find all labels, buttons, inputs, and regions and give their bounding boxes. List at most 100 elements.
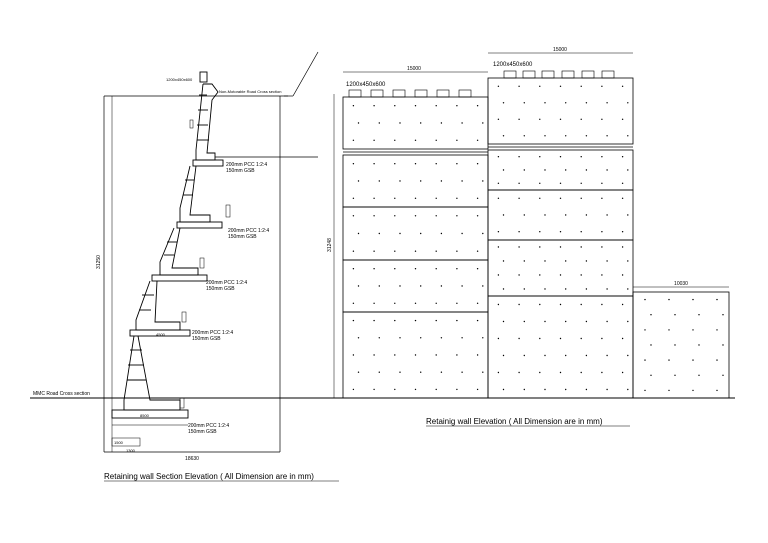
panel-dot	[482, 180, 484, 182]
panel-dot	[497, 246, 500, 248]
panel-dot	[650, 344, 652, 346]
panel-dot	[559, 371, 562, 374]
elevation-right-width-dim: 15000	[553, 47, 567, 53]
panel-dot	[668, 359, 670, 361]
panel-dot	[580, 274, 582, 276]
panel-dot	[544, 388, 546, 391]
section-top-road-label: Non-Motorable Road Cross section	[219, 89, 281, 94]
panel-dot	[435, 163, 437, 165]
panel-dot	[399, 232, 401, 235]
panel-dot	[435, 319, 437, 322]
hatch-markers	[179, 119, 231, 409]
panel-dot	[518, 337, 520, 340]
panel-dot	[399, 371, 401, 373]
section-elevation	[30, 51, 342, 453]
panel-dot	[476, 250, 479, 252]
panel-dot	[668, 389, 670, 392]
panel-dot	[621, 197, 624, 199]
section-top-block-label: 1200x450x600	[166, 77, 193, 82]
panel-dot	[502, 260, 505, 262]
panel-dot	[394, 388, 396, 391]
panel-dot	[456, 354, 458, 356]
panel-dot	[440, 285, 443, 287]
panel-dot	[352, 250, 355, 252]
panel-dot	[414, 250, 417, 252]
section-base-width-dim: 18630	[185, 456, 199, 462]
gsb-label-3: 150mm GSB	[206, 286, 235, 292]
panel-dot	[621, 246, 624, 248]
panel-dot	[497, 118, 500, 121]
footing-dim-2: 1300	[126, 448, 136, 453]
panel-dot	[621, 303, 624, 306]
panel-dot	[580, 303, 582, 306]
panel-dot	[523, 102, 525, 104]
panel-dot	[476, 302, 479, 304]
panel-dot	[674, 314, 676, 316]
wall-elevation	[333, 52, 735, 399]
panel-dot	[435, 268, 437, 270]
panel-dot	[352, 105, 355, 107]
top-blocks-right	[503, 70, 615, 79]
panel-dot	[580, 246, 582, 248]
panel-dot	[722, 314, 724, 316]
panel-dot	[585, 135, 588, 137]
panel-dot	[523, 388, 525, 391]
panel-dot	[518, 246, 520, 248]
panel-dot	[352, 215, 355, 217]
panel-dot	[435, 354, 437, 356]
panel-dot	[627, 135, 629, 137]
panel-dot	[606, 388, 608, 391]
panel-dot	[523, 169, 525, 171]
panel-dot	[497, 231, 500, 233]
panel-dot	[518, 197, 520, 199]
panel-dot	[352, 139, 355, 141]
panel-dot	[585, 320, 588, 323]
panel-dot	[476, 197, 479, 199]
panel-dot	[394, 268, 396, 270]
panel-dot	[352, 163, 355, 165]
elevation-height-dim: 31248	[327, 238, 333, 252]
panel-dot	[497, 274, 500, 276]
elevation-block-label-left: 1200x450x600	[346, 82, 386, 88]
panel-dot	[716, 359, 718, 361]
panel-dot	[352, 197, 355, 199]
panel-dot	[565, 320, 567, 323]
panel-dot	[539, 118, 541, 121]
panel-dot	[414, 215, 417, 217]
panel-dot	[601, 118, 603, 121]
panel-dot	[565, 388, 567, 391]
panel-dot	[698, 374, 700, 376]
panel-dot	[378, 180, 380, 182]
panel-dot	[435, 197, 437, 199]
panel-dot	[621, 118, 624, 121]
panel-dot	[559, 231, 562, 233]
base-dim: 4500	[156, 332, 166, 337]
panel-dot	[373, 388, 375, 391]
panel-dot	[601, 231, 603, 233]
panel-dot	[539, 246, 541, 248]
panel-dot	[565, 102, 567, 104]
panel-dot	[414, 163, 417, 165]
panel-dot	[394, 163, 396, 165]
panel-dot	[580, 371, 582, 374]
panel-dot	[394, 319, 396, 322]
panel-dot	[580, 156, 582, 158]
panel-dot	[373, 302, 375, 304]
panel-dot	[559, 337, 562, 340]
panel-dot	[394, 215, 396, 217]
elevation-block-label-right: 1200x450x600	[493, 62, 533, 68]
panel-dot	[544, 354, 546, 357]
panel-dot	[585, 288, 588, 290]
panel-dot	[544, 102, 546, 104]
panel-dot	[585, 354, 588, 357]
panel-dot	[456, 319, 458, 322]
panel-dot	[456, 388, 458, 391]
panel-dot	[373, 268, 375, 270]
panel-dot	[518, 85, 520, 88]
panel-dot	[414, 105, 417, 107]
panel-dot	[461, 122, 463, 124]
panel-dot	[456, 302, 458, 304]
panel-dot	[539, 182, 541, 184]
panel-dot	[414, 197, 417, 199]
panel-dot	[621, 337, 624, 340]
